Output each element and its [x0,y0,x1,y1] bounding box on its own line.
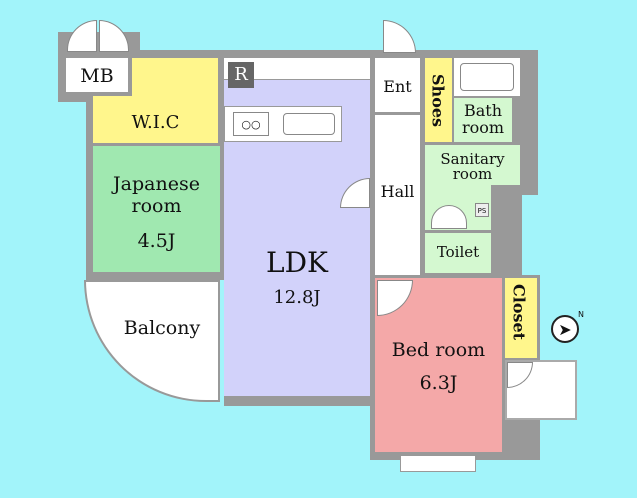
bedroom-window [400,455,476,472]
balcony-label: Balcony [123,317,201,339]
north-label: N [578,310,584,319]
bedroom-size: 6.3J [419,372,458,394]
kitchen-shelf [224,58,370,80]
washbasin-icon [431,205,467,229]
toilet-label: Toilet [436,243,480,261]
sink-icon [283,113,335,135]
closet: Closet [505,278,537,358]
room-toilet: Toilet [425,233,491,273]
room-japanese: Japanese room 4.5J [93,146,220,272]
room-bedroom: Bed room 6.3J [375,278,502,452]
shoe-closet: Shoes [425,58,452,142]
room-sanitary: Sanitary room [425,145,520,185]
side-storage [505,360,577,420]
shoes-label: Shoes [428,74,448,128]
room-mb: MB [66,58,132,96]
bath-label-2: room [461,118,505,137]
mb-door-left[interactable] [67,20,97,52]
bathtub-icon [460,63,514,91]
kitchen-counter: ○○ [224,106,342,142]
mb-label: MB [80,65,114,87]
japanese-label-2: room [131,195,182,217]
refrigerator-marker: R [228,62,254,88]
hall: Hall [375,115,420,275]
mb-door-right[interactable] [99,20,129,52]
japanese-size: 4.5J [137,230,176,252]
closet-label: Closet [509,284,529,341]
ldk-label: LDK [266,246,328,279]
entrance-door[interactable] [383,20,416,53]
bedroom-door[interactable] [377,280,413,316]
storage-door[interactable] [507,362,533,388]
japanese-label-1: Japanese [113,173,200,195]
bathtub-area [454,58,520,96]
bedroom-label: Bed room [391,339,486,361]
pipe-space: PS [475,203,489,217]
bath-label-1: Bath [463,101,503,120]
sanitary-lower: PS [425,185,491,230]
ldk-door[interactable] [340,178,370,208]
room-bath: Bath room [454,98,512,142]
ent-label: Ent [383,77,412,96]
entrance: Ent [375,58,420,112]
wic-label: W.I.C [131,112,180,133]
sanitary-label-1: Sanitary [440,150,505,168]
room-ldk: R ○○ LDK 12.8J [224,58,370,396]
ldk-size: 12.8J [273,287,321,308]
stove-icon: ○○ [233,112,269,136]
sanitary-label-2: room [452,165,493,183]
compass-icon: ➤ [551,315,579,343]
hall-label: Hall [380,182,415,201]
